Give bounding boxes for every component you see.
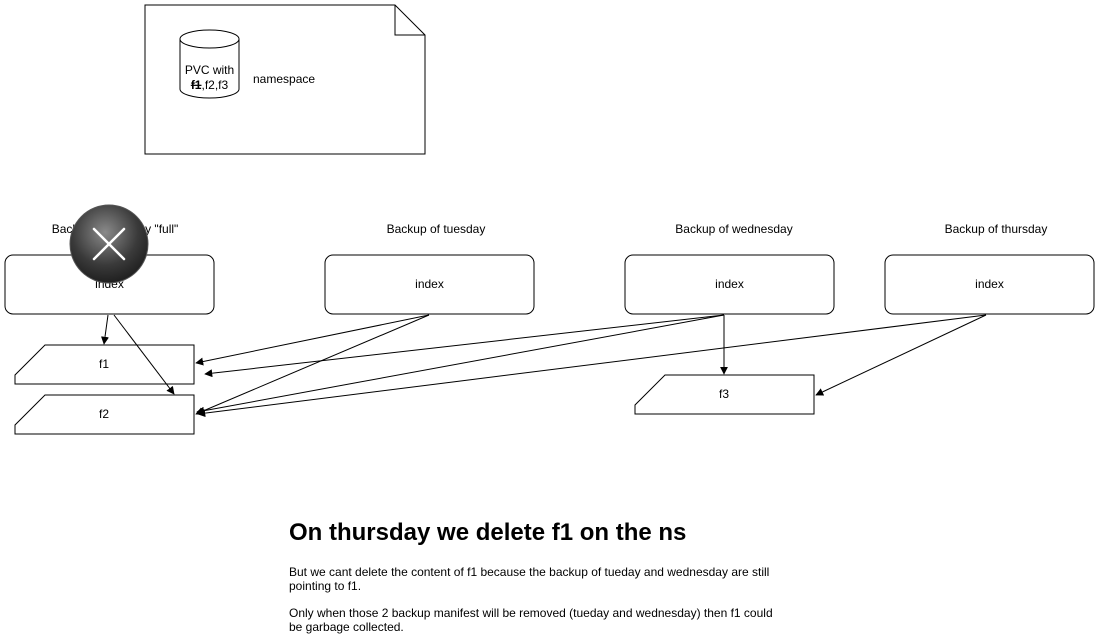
backup-label-thursday: Backup of thursday (945, 222, 1048, 236)
pvc-struck-file: f1 (191, 78, 202, 92)
file-f3[interactable]: f3 (634, 374, 815, 415)
pvc-remaining-files: ,f2,f3 (201, 78, 228, 92)
pvc-label-line2: f1,f2,f3 (191, 78, 229, 92)
arrow-thursday-f2 (197, 314, 987, 418)
index-box-tuesday[interactable]: index (324, 254, 535, 315)
arrow-tuesday-f2 (195, 314, 430, 415)
pvc-label-line1: PVC with (185, 63, 234, 77)
file-label-f1: f1 (99, 357, 109, 371)
arrow-monday-f2 (113, 314, 175, 395)
index-label: index (975, 277, 1004, 291)
note-paragraph-1: But we cant delete the content of f1 bec… (289, 565, 770, 593)
note-paragraph-2: Only when those 2 backup manifest will b… (289, 606, 773, 634)
index-label: index (715, 277, 744, 291)
index-box-wednesday[interactable]: index (624, 254, 835, 315)
reference-arrows (101, 314, 987, 418)
arrow-wednesday-f2 (196, 314, 725, 415)
close-icon (69, 204, 149, 284)
arrow-tuesday-f1 (195, 314, 430, 366)
namespace-label: namespace (253, 72, 315, 86)
backup-label-tuesday: Backup of tuesday (387, 222, 486, 236)
file-label-f3: f3 (719, 387, 729, 401)
file-f1[interactable]: f1 (14, 344, 195, 385)
arrow-wednesday-f1 (204, 314, 725, 378)
backup-label-wednesday: Backup of wednesday (675, 222, 792, 236)
note-title: On thursday we delete f1 on the ns (289, 519, 687, 546)
arrow-thursday-f3 (815, 314, 987, 396)
arrow-monday-f1 (101, 314, 109, 345)
index-box-thursday[interactable]: index (884, 254, 1095, 315)
pvc-cylinder[interactable]: PVC with f1,f2,f3 (179, 29, 240, 99)
file-f2[interactable]: f2 (14, 394, 195, 435)
index-label: index (415, 277, 444, 291)
file-label-f2: f2 (99, 407, 109, 421)
